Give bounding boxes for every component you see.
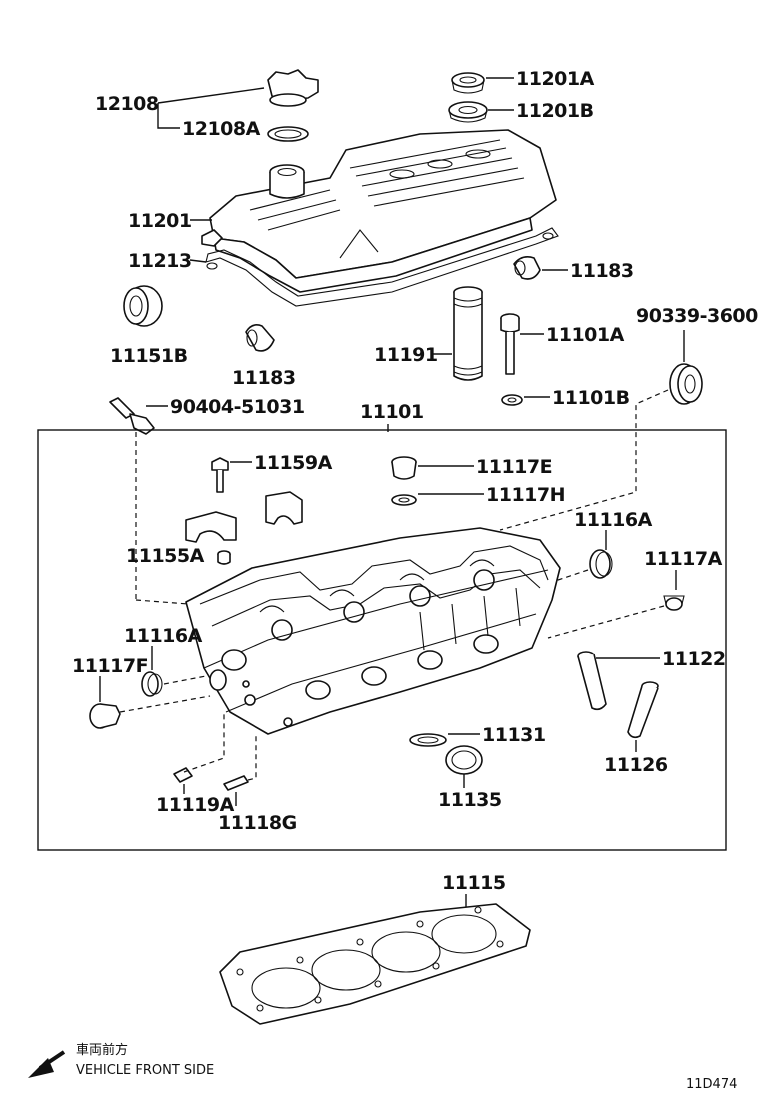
spark-plug-tube-11191[interactable] bbox=[453, 286, 483, 381]
cylinder-head-cover-11201[interactable] bbox=[201, 129, 557, 293]
valve-guide-11126[interactable] bbox=[627, 681, 659, 739]
sensor-90404-51031[interactable] bbox=[109, 397, 155, 435]
label-11159A: 11159A bbox=[254, 452, 333, 474]
label-12108: 12108 bbox=[95, 93, 159, 115]
cylinder-head-body[interactable] bbox=[185, 527, 561, 735]
label-11122: 11122 bbox=[662, 648, 726, 670]
camshaft-oil-seal-11151B[interactable] bbox=[123, 285, 163, 327]
dowel-pin-11155A[interactable] bbox=[217, 550, 231, 565]
cam-bearing-cap-bolt-11159A[interactable] bbox=[211, 457, 229, 493]
label-11119A: 11119A bbox=[156, 794, 235, 816]
camshaft-bearing-cap-b[interactable] bbox=[265, 491, 303, 525]
plug-11116A-left[interactable] bbox=[141, 671, 163, 697]
label-11117E: 11117E bbox=[476, 456, 552, 478]
pin-11119A[interactable] bbox=[173, 767, 193, 783]
label-11117F: 11117F bbox=[72, 655, 148, 677]
label-90404-51031: 90404-51031 bbox=[170, 396, 305, 418]
vehicle-front-arrow-icon bbox=[28, 1050, 66, 1078]
label-11191: 11191 bbox=[374, 344, 438, 366]
label-11201B: 11201B bbox=[516, 100, 594, 122]
label-11155A: 11155A bbox=[126, 545, 205, 567]
plug-11117E[interactable] bbox=[391, 456, 417, 480]
label-11115: 11115 bbox=[442, 872, 506, 894]
ring-11135[interactable] bbox=[445, 745, 483, 775]
label-12108A: 12108A bbox=[182, 118, 261, 140]
head-bolt-11101A[interactable] bbox=[500, 313, 520, 375]
grommet-11201B[interactable] bbox=[448, 101, 488, 123]
seal-11183-left[interactable] bbox=[245, 324, 275, 352]
cylinder-head-gasket-11115[interactable] bbox=[219, 903, 531, 1025]
plug-11117A[interactable] bbox=[663, 595, 685, 611]
label-11131: 11131 bbox=[482, 724, 546, 746]
label-11201A: 11201A bbox=[516, 68, 595, 90]
label-11116A-right: 11116A bbox=[574, 509, 653, 531]
label-11213: 11213 bbox=[128, 250, 192, 272]
cap-gasket-12108A[interactable] bbox=[267, 126, 309, 142]
plug-11117F[interactable] bbox=[89, 703, 121, 729]
grommet-11201A[interactable] bbox=[451, 72, 485, 94]
cover-gasket-11213[interactable] bbox=[205, 227, 559, 307]
label-11183-left: 11183 bbox=[232, 367, 296, 389]
label-11101: 11101 bbox=[360, 401, 424, 423]
camshaft-bearing-cap-a[interactable] bbox=[185, 511, 237, 543]
gasket-11131[interactable] bbox=[409, 733, 447, 747]
label-11117H: 11117H bbox=[486, 484, 565, 506]
label-11126: 11126 bbox=[604, 754, 668, 776]
label-11116A-left: 11116A bbox=[124, 625, 203, 647]
pin-11118G[interactable] bbox=[223, 775, 249, 791]
label-11183-right: 11183 bbox=[570, 260, 634, 282]
label-11151B: 11151B bbox=[110, 345, 188, 367]
label-11101A: 11101A bbox=[546, 324, 625, 346]
plug-11116A-right[interactable] bbox=[589, 549, 613, 579]
label-90339-36001: 90339-36001 bbox=[636, 305, 760, 327]
bolt-washer-11101B[interactable] bbox=[501, 394, 523, 406]
gasket-11117H[interactable] bbox=[391, 494, 417, 506]
label-11101B: 11101B bbox=[552, 387, 630, 409]
label-11117A: 11117A bbox=[644, 548, 723, 570]
label-11201: 11201 bbox=[128, 210, 192, 232]
label-11118G: 11118G bbox=[218, 812, 297, 834]
cylinder-head-assembly-frame bbox=[37, 429, 727, 851]
oil-seal-90339-36001[interactable] bbox=[669, 363, 703, 405]
direction-japanese: 車両前方 bbox=[76, 1042, 128, 1058]
seal-11183-right[interactable] bbox=[513, 256, 541, 280]
valve-guide-11122[interactable] bbox=[577, 651, 607, 711]
diagram-code: 11D474 bbox=[686, 1077, 737, 1092]
direction-english: VEHICLE FRONT SIDE bbox=[76, 1063, 214, 1078]
label-11135: 11135 bbox=[438, 789, 502, 811]
oil-filler-cap-12108[interactable] bbox=[267, 69, 319, 107]
